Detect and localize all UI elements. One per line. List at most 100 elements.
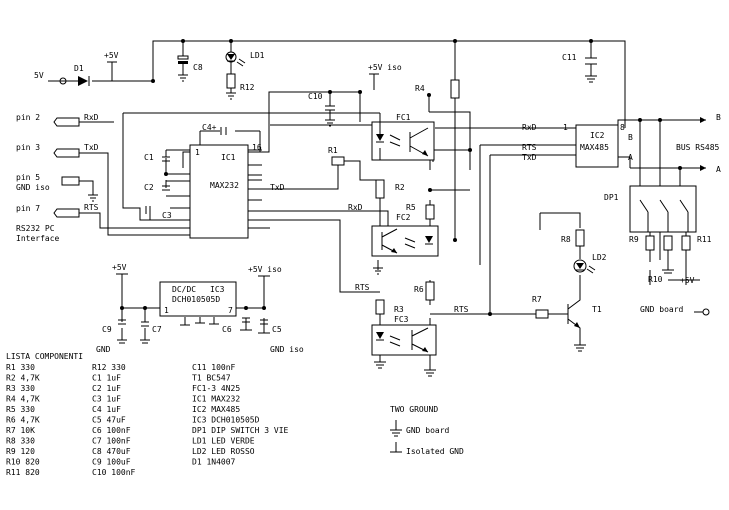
- component-entry: IC2 MAX485: [192, 405, 240, 414]
- capacitor-c4: [220, 127, 227, 135]
- label-c5: C5: [272, 325, 282, 334]
- component-entry: LD2 LED ROSSO: [192, 447, 255, 456]
- component-entry: C1 1uF: [92, 374, 121, 383]
- label-r8: R8: [561, 235, 571, 244]
- component-entry: R7 10K: [6, 426, 35, 435]
- label-r4: R4: [415, 84, 425, 93]
- label-legend-iso-gnd: Isolated GND: [406, 447, 464, 456]
- component-entry: LD1 LED VERDE: [192, 437, 255, 446]
- component-entry: R1 330: [6, 363, 35, 372]
- component-entry: R12 330: [92, 363, 126, 372]
- label-fc1: FC1: [396, 113, 411, 122]
- capacitor-c11: [585, 57, 597, 83]
- label-ic2: IC2: [590, 131, 605, 140]
- component-entry: C7 100nF: [92, 437, 131, 446]
- power-input: [59, 61, 117, 86]
- component-entry: C8 470uF: [92, 447, 131, 456]
- optocoupler-fc2: [371, 225, 439, 275]
- label-pin3: pin 3: [16, 143, 40, 152]
- label-pin2: pin 2: [16, 113, 40, 122]
- label-gnd: GND: [96, 345, 111, 354]
- capacitor-c8: [177, 55, 189, 82]
- label-r11: R11: [697, 235, 712, 244]
- component-entry: IC3 DCH010505D: [192, 416, 260, 425]
- led-ld1: [225, 51, 246, 100]
- label-ic2-pin8: 8: [620, 123, 625, 132]
- label-bus-b: B: [716, 113, 721, 122]
- component-entry: C9 100uF: [92, 458, 131, 467]
- resistor-r3: [375, 299, 385, 315]
- rs232-connectors: [53, 117, 98, 218]
- label-ic1-pin16: 16: [252, 143, 262, 152]
- ground-legend: [390, 420, 402, 453]
- label-c8: C8: [193, 63, 203, 72]
- label-plus5v-ps: +5V: [112, 263, 127, 272]
- label-pin7: pin 7: [16, 204, 40, 213]
- gnd-board-symbol: [694, 308, 710, 316]
- label-c2: C2: [144, 183, 154, 192]
- label-legend-gnd-board: GND board: [406, 426, 450, 435]
- component-entry: R6 4,7K: [6, 416, 40, 425]
- label-ic2-pin1: 1: [563, 123, 568, 132]
- label-rxd-ic2: RxD: [522, 123, 537, 132]
- label-ld2: LD2: [592, 253, 607, 262]
- label-r3: R3: [394, 305, 404, 314]
- label-ld1: LD1: [250, 51, 265, 60]
- resistor-r8: [575, 229, 585, 247]
- resistor-r2: [375, 179, 385, 199]
- optocoupler-fc3: [371, 324, 437, 377]
- label-v5iso-top: +5V iso: [368, 63, 402, 72]
- label-c10: C10: [308, 92, 323, 101]
- label-fc3: FC3: [394, 315, 409, 324]
- ic2-max485: [555, 124, 619, 168]
- component-entry: C11 100nF: [192, 363, 236, 372]
- label-5v: 5V: [34, 71, 44, 80]
- component-entry: C3 1uF: [92, 395, 121, 404]
- component-entry: C5 47uF: [92, 416, 126, 425]
- label-plus5v-dp: +5V: [680, 276, 695, 285]
- component-entry: C4 1uF: [92, 405, 121, 414]
- dip-switch-dp1: [629, 185, 697, 274]
- label-ic3-pin7: 7: [228, 306, 233, 315]
- component-entry: DP1 DIP SWITCH 3 VIE: [192, 426, 289, 435]
- label-r1: R1: [328, 146, 338, 155]
- label-r6: R6: [414, 285, 424, 294]
- component-entry: FC1-3 4N25: [192, 384, 240, 393]
- power-supply-ic3: [116, 273, 270, 344]
- label-rts-mid: RTS: [355, 283, 370, 292]
- resistor-r4: [450, 79, 460, 99]
- label-plus5v-top: +5V: [104, 51, 119, 60]
- label-t1: T1: [592, 305, 602, 314]
- label-rts-bot: RTS: [454, 305, 469, 314]
- label-pin5: pin 5: [16, 173, 40, 182]
- schematic-labels: 5V D1 +5V C8 LD1 R12 +5V iso C10 R4 C11 …: [16, 51, 721, 456]
- component-entry: C2 1uF: [92, 384, 121, 393]
- label-c9: C9: [102, 325, 112, 334]
- label-bus-rs485: BUS RS485: [676, 143, 720, 152]
- label-txd-ic1: TxD: [270, 183, 285, 192]
- label-c11: C11: [562, 53, 577, 62]
- label-gnd-board: GND board: [640, 305, 684, 314]
- label-pin5-sig: GND iso: [16, 183, 50, 192]
- label-c6: C6: [222, 325, 232, 334]
- label-plus5v-iso-ps: +5V iso: [248, 265, 282, 274]
- component-entry: R4 4,7K: [6, 395, 40, 404]
- label-c4: C4+: [202, 123, 217, 132]
- label-ic1-name: MAX232: [210, 181, 239, 190]
- label-rxd-ic1: RxD: [348, 203, 363, 212]
- component-entry: R3 330: [6, 384, 35, 393]
- label-rts-ic2: RTS: [522, 143, 537, 152]
- resistor-r7: [535, 309, 549, 319]
- component-entry: R5 330: [6, 405, 35, 414]
- capacitor-c10: [325, 105, 335, 127]
- capacitor-c2: [162, 185, 170, 191]
- wires: [48, 40, 706, 370]
- label-c3: C3: [162, 211, 172, 220]
- label-r5: R5: [406, 203, 416, 212]
- label-b-pin: B: [628, 133, 633, 142]
- capacitor-c1: [162, 150, 170, 174]
- junction-dots: [120, 39, 682, 316]
- transistor-t1: [560, 290, 586, 352]
